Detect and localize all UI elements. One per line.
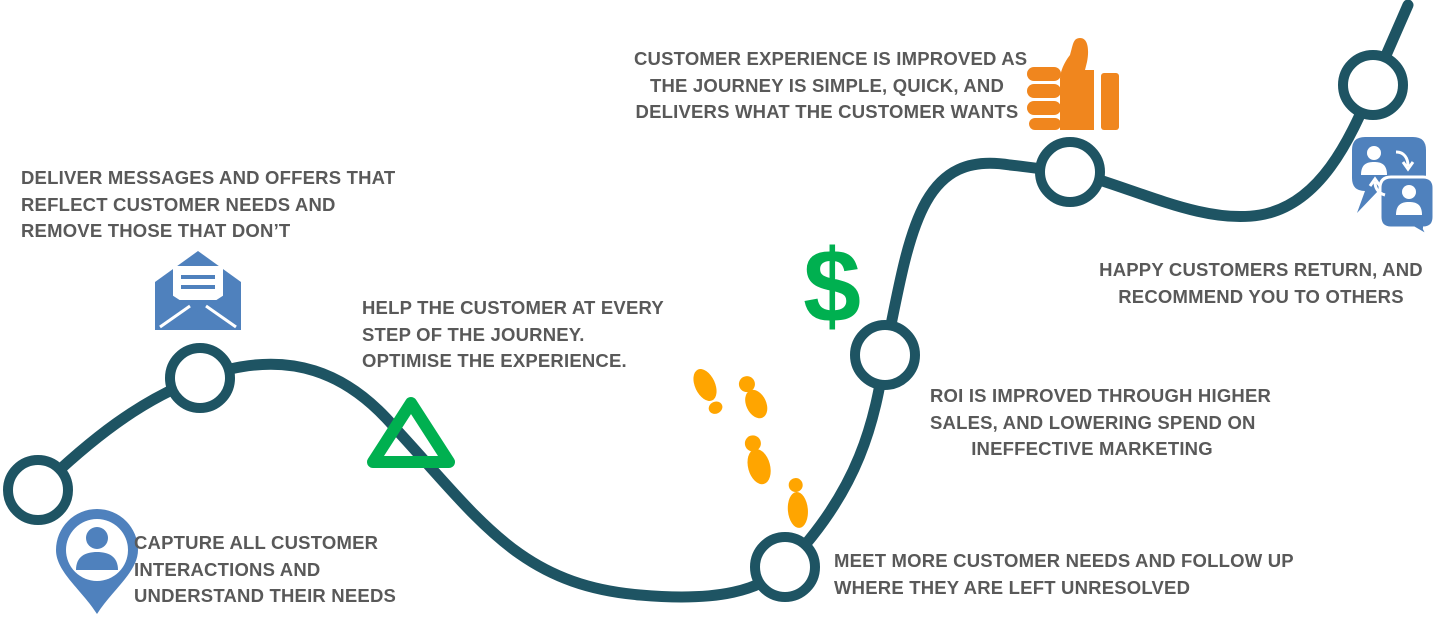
caption-line: REFLECT CUSTOMER NEEDS AND (21, 193, 336, 215)
thumbs-up-icon (1027, 38, 1119, 130)
caption-capture: CAPTURE ALL CUSTOMER INTERACTIONS AND UN… (134, 530, 396, 610)
journey-path (32, 0, 1414, 603)
caption-line: DELIVER MESSAGES AND OFFERS THAT (21, 167, 396, 188)
milestone-circle-3 (750, 532, 820, 602)
dollar-sign-icon: $ (803, 229, 861, 345)
milestone-markers (3, 50, 1408, 602)
caption-meet: MEET MORE CUSTOMER NEEDS AND FOLLOW UP W… (834, 548, 1294, 601)
caption-line: CAPTURE ALL CUSTOMER (134, 532, 379, 553)
caption-line: HAPPY CUSTOMERS RETURN, AND (1099, 259, 1423, 280)
caption-line: MEET MORE CUSTOMER NEEDS AND FOLLOW UP (834, 550, 1294, 571)
caption-line: ROI IS IMPROVED THROUGH HIGHER (930, 385, 1272, 406)
caption-experience: CUSTOMER EXPERIENCE IS IMPROVED AS THE J… (634, 46, 1028, 126)
caption-line: SALES, AND LOWERING SPEND ON (930, 411, 1256, 433)
caption-line: UNDERSTAND THEIR NEEDS (134, 585, 397, 606)
user-location-pin-icon (56, 509, 138, 614)
caption-line: INEFFECTIVE MARKETING (971, 438, 1213, 459)
footprints-icon (693, 369, 808, 528)
caption-line: REMOVE THOSE THAT DON’T (21, 220, 291, 241)
milestone-circle-5 (1035, 137, 1105, 207)
chat-users-icon (1352, 137, 1436, 240)
envelope-icon (155, 251, 241, 330)
milestone-circle-1 (3, 455, 73, 525)
caption-line: HELP THE CUSTOMER AT EVERY (362, 297, 664, 318)
caption-help: HELP THE CUSTOMER AT EVERY STEP OF THE J… (362, 295, 664, 375)
caption-line: RECOMMEND YOU TO OTHERS (1118, 285, 1404, 307)
caption-line: INTERACTIONS AND (134, 558, 321, 580)
triangle-icon (367, 397, 455, 468)
caption-line: STEP OF THE JOURNEY. (362, 323, 585, 345)
milestone-circle-6 (1338, 50, 1408, 120)
caption-line: OPTIMISE THE EXPERIENCE. (362, 350, 627, 371)
milestone-circle-4 (850, 320, 920, 390)
caption-deliver: DELIVER MESSAGES AND OFFERS THAT REFLECT… (21, 165, 395, 245)
caption-line: WHERE THEY ARE LEFT UNRESOLVED (834, 576, 1191, 598)
milestone-circle-2 (165, 343, 235, 413)
caption-line: DELIVERS WHAT THE CUSTOMER WANTS (635, 101, 1019, 122)
caption-line: CUSTOMER EXPERIENCE IS IMPROVED AS (634, 48, 1028, 69)
caption-line: THE JOURNEY IS SIMPLE, QUICK, AND (649, 74, 1005, 96)
caption-return: HAPPY CUSTOMERS RETURN, AND RECOMMEND YO… (1098, 257, 1424, 310)
caption-roi: ROI IS IMPROVED THROUGH HIGHER SALES, AN… (930, 383, 1272, 463)
